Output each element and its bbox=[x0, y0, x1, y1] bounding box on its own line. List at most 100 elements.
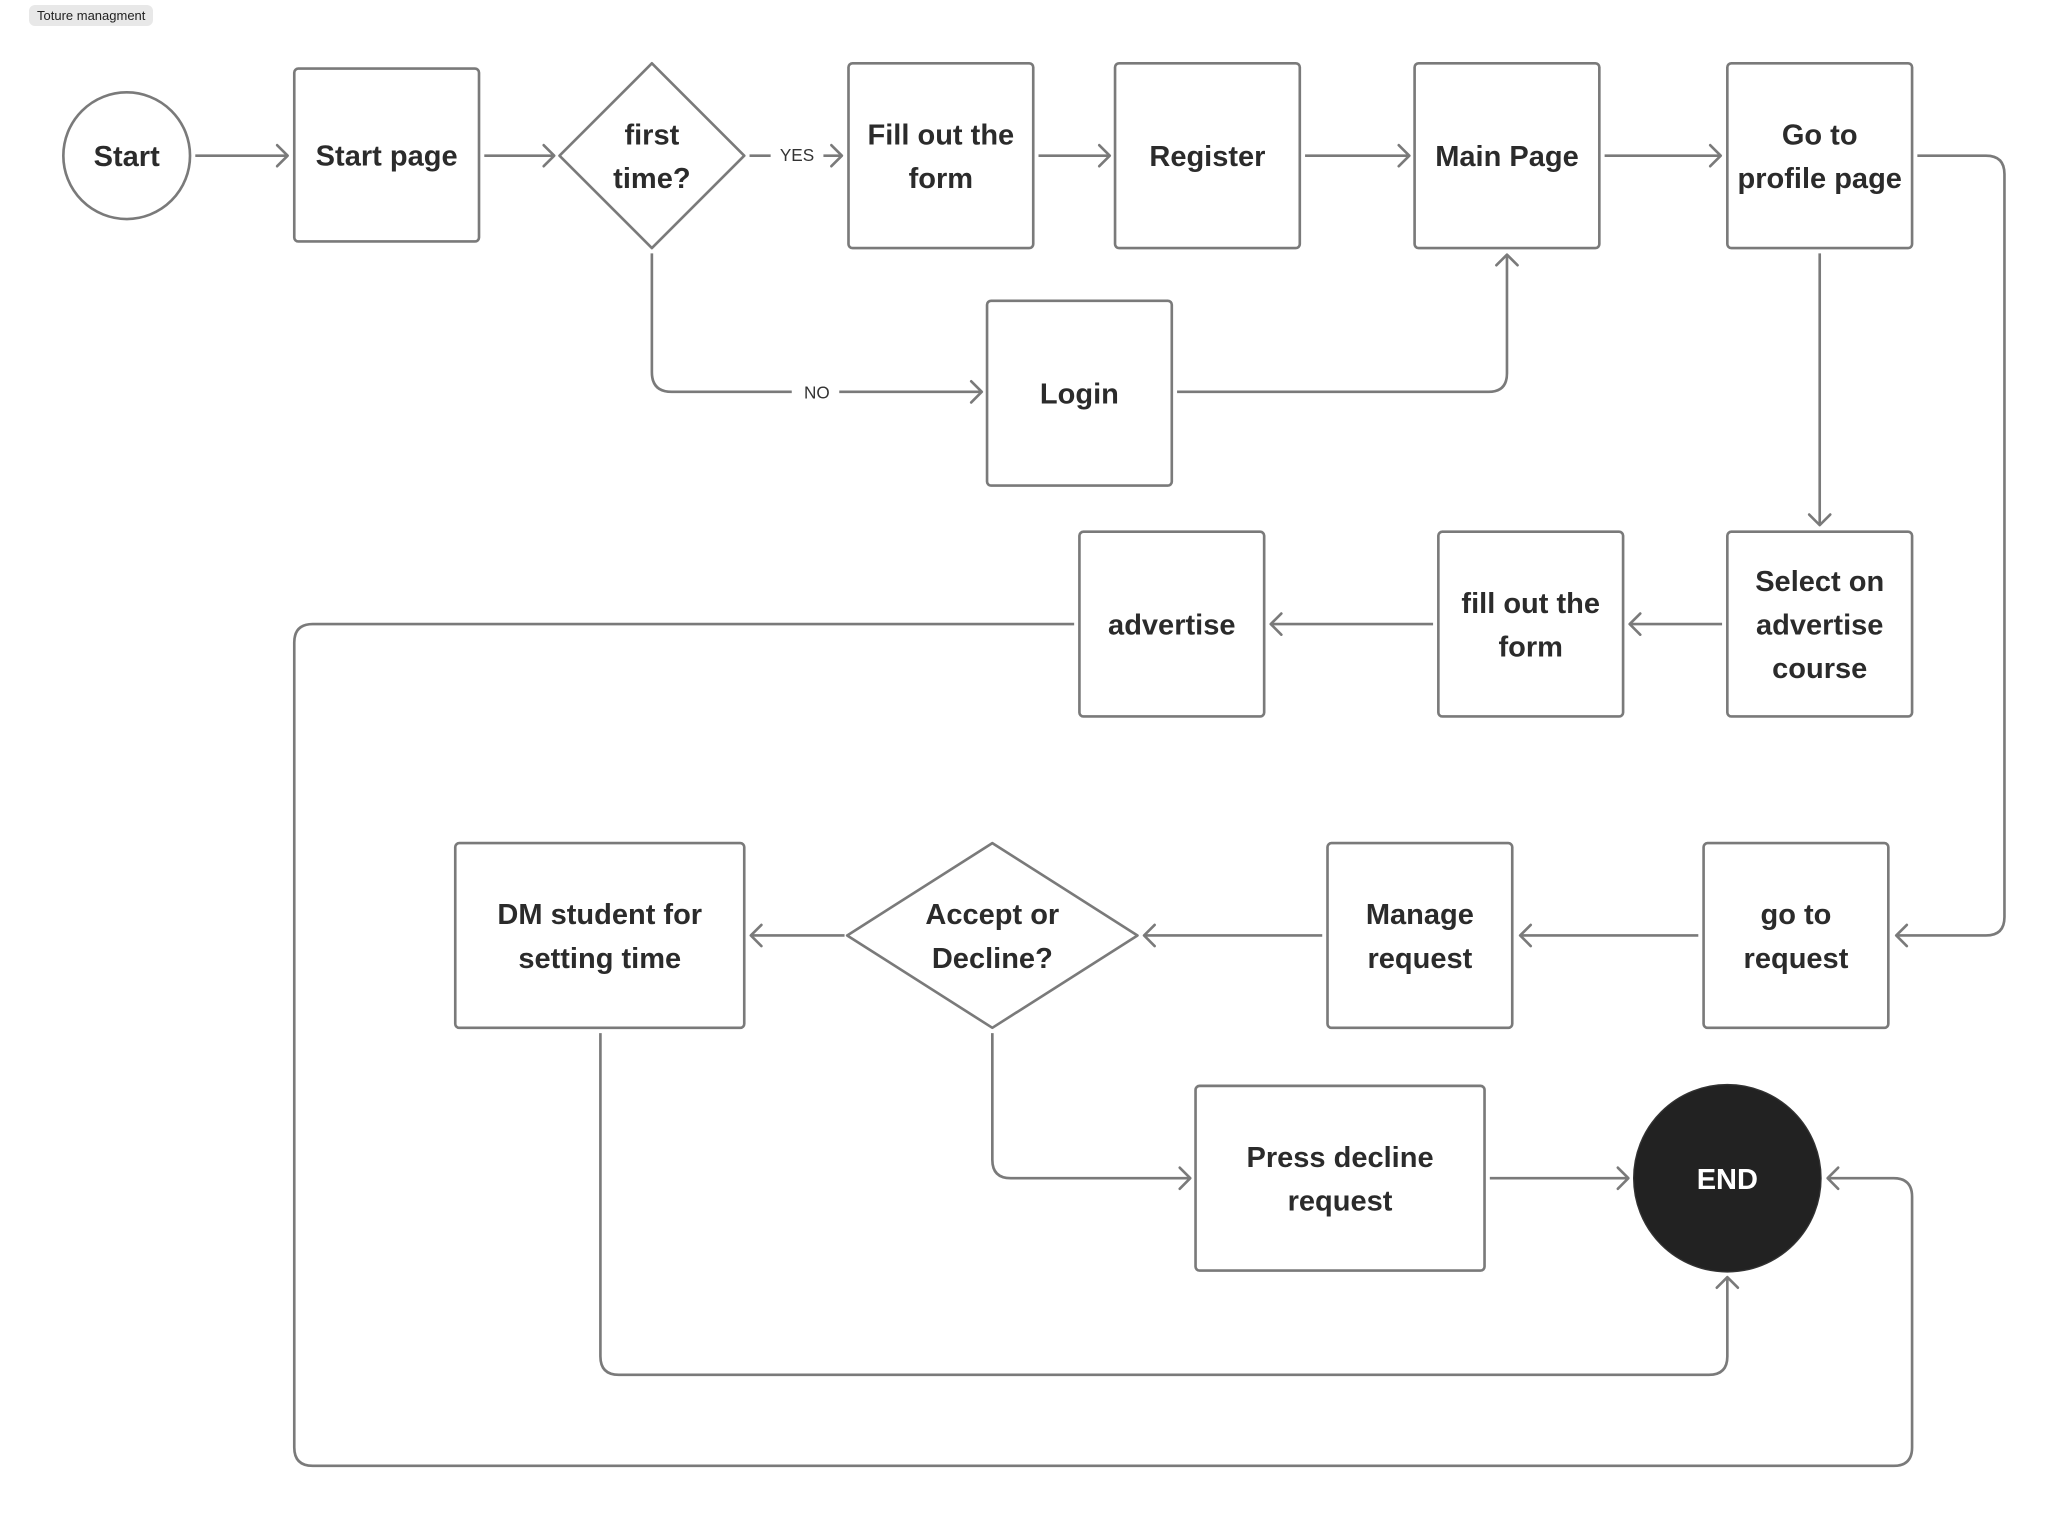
node-start-page-box[interactable] bbox=[292, 67, 481, 243]
edge-go-request-to-manage-request-arrowhead-icon bbox=[1518, 923, 1533, 948]
node-accept-decline-label: Accept or bbox=[925, 899, 1059, 931]
node-first-time[interactable]: first time? bbox=[558, 62, 746, 250]
node-fill-form-2[interactable]: fill out the form bbox=[1437, 530, 1625, 718]
edge-profile-page-to-go-request-line[interactable] bbox=[1896, 154, 2006, 937]
edge-advertise-to-end-arrowhead-icon bbox=[1826, 1166, 1840, 1191]
node-first-time-diamond[interactable] bbox=[558, 62, 746, 250]
node-manage-request-box[interactable] bbox=[1326, 841, 1514, 1030]
node-start-circle[interactable] bbox=[62, 91, 192, 221]
node-press-decline-label: Press decline bbox=[1246, 1142, 1433, 1174]
node-start[interactable]: Start bbox=[62, 91, 192, 221]
edge-start-page-to-first-time[interactable] bbox=[484, 143, 556, 168]
edge-manage-request-to-accept-decline[interactable] bbox=[1142, 923, 1323, 948]
node-go-request-label: go to bbox=[1761, 899, 1832, 931]
edge-register-to-main-page-arrowhead-icon bbox=[1397, 143, 1411, 168]
edge-press-decline-to-end-arrowhead-icon bbox=[1616, 1166, 1630, 1191]
edge-dm-student-to-end-line[interactable] bbox=[599, 1033, 1729, 1377]
edge-first-time-to-fill-form-1[interactable]: YES bbox=[749, 143, 844, 168]
edge-main-page-to-profile-page-arrowhead-icon bbox=[1708, 143, 1723, 168]
node-register-box[interactable] bbox=[1113, 62, 1302, 250]
edge-login-to-main-page[interactable] bbox=[1177, 253, 1519, 394]
node-login-box[interactable] bbox=[985, 299, 1174, 487]
node-select-advertise-label: Select on bbox=[1755, 566, 1884, 598]
node-advertise-label: advertise bbox=[1108, 610, 1235, 642]
edge-fill-form-2-to-advertise[interactable] bbox=[1269, 612, 1434, 636]
node-dm-student-box[interactable] bbox=[453, 841, 746, 1030]
board-title-tag[interactable]: Toture managment bbox=[29, 5, 154, 26]
node-profile-page-box[interactable] bbox=[1726, 62, 1914, 250]
edge-first-time-to-login-arrowhead-icon bbox=[969, 379, 984, 404]
node-select-advertise-box[interactable] bbox=[1726, 530, 1914, 718]
edge-accept-decline-to-press-decline-line[interactable] bbox=[991, 1033, 1191, 1180]
edge-first-time-to-login[interactable]: NO bbox=[650, 253, 984, 404]
node-advertise[interactable]: advertise bbox=[1078, 530, 1266, 718]
node-dm-student-label: setting time bbox=[518, 943, 681, 975]
edge-first-time-to-login-label: NO bbox=[804, 382, 830, 402]
edge-dm-student-to-end-arrowhead-icon bbox=[1715, 1275, 1740, 1290]
node-select-advertise[interactable]: Select on advertise course bbox=[1726, 530, 1914, 718]
node-accept-decline-label: Decline? bbox=[932, 943, 1053, 975]
edge-fill-form-2-to-advertise-arrowhead-icon bbox=[1269, 612, 1283, 636]
node-first-time-label: time? bbox=[613, 163, 690, 195]
nodes-layer: Start Start page first time? Fill out thefor… bbox=[62, 62, 1914, 1273]
edge-advertise-to-end[interactable] bbox=[292, 622, 1914, 1468]
node-fill-form-2-box[interactable] bbox=[1437, 530, 1625, 718]
node-dm-student[interactable]: DM student for setting time bbox=[453, 841, 746, 1030]
node-go-request-label: request bbox=[1744, 943, 1849, 975]
node-fill-form-2-label: fill out the bbox=[1461, 588, 1600, 620]
node-register[interactable]: Register bbox=[1113, 62, 1302, 250]
node-main-page-box[interactable] bbox=[1413, 62, 1601, 250]
node-fill-form-2-label: form bbox=[1498, 631, 1562, 663]
edge-main-page-to-profile-page[interactable] bbox=[1604, 143, 1723, 168]
node-end[interactable]: END bbox=[1632, 1083, 1822, 1273]
node-go-request-box[interactable] bbox=[1702, 841, 1890, 1030]
node-select-advertise-label: advertise bbox=[1756, 610, 1883, 642]
edge-login-to-main-page-line[interactable] bbox=[1177, 254, 1509, 394]
edge-start-to-start-page-arrowhead-icon bbox=[275, 143, 289, 168]
node-end-circle[interactable] bbox=[1632, 1083, 1822, 1273]
node-profile-page-label: profile page bbox=[1737, 163, 1901, 195]
edge-advertise-to-end-line[interactable] bbox=[292, 622, 1914, 1468]
node-profile-page-label: Go to bbox=[1782, 119, 1858, 151]
edge-profile-page-to-go-request-arrowhead-icon bbox=[1894, 923, 1909, 948]
edge-select-advertise-to-fill-form-2[interactable] bbox=[1628, 612, 1723, 636]
edge-dm-student-to-end[interactable] bbox=[599, 1033, 1740, 1377]
edge-first-time-to-login-line[interactable] bbox=[650, 253, 792, 394]
node-accept-decline[interactable]: Accept or Decline? bbox=[845, 841, 1139, 1030]
node-login[interactable]: Login bbox=[985, 299, 1174, 487]
node-first-time-label: first bbox=[624, 119, 679, 151]
edge-profile-page-to-select-advertise[interactable] bbox=[1807, 253, 1832, 527]
node-go-request[interactable]: go to request bbox=[1702, 841, 1890, 1030]
edge-start-to-start-page[interactable] bbox=[195, 143, 289, 168]
node-manage-request-label: Manage bbox=[1366, 899, 1474, 931]
node-profile-page[interactable]: Go to profile page bbox=[1726, 62, 1914, 250]
edge-accept-decline-to-dm-student[interactable] bbox=[749, 923, 845, 948]
node-start-page-label: Start page bbox=[316, 141, 458, 173]
edge-first-time-to-fill-form-1-arrowhead-icon bbox=[830, 143, 844, 168]
node-start-page[interactable]: Start page bbox=[292, 67, 481, 243]
edge-accept-decline-to-press-decline[interactable] bbox=[991, 1033, 1192, 1191]
edge-fill-form-1-to-register[interactable] bbox=[1038, 143, 1112, 168]
node-accept-decline-diamond[interactable] bbox=[845, 841, 1139, 1030]
node-press-decline-label: request bbox=[1288, 1186, 1393, 1218]
node-login-label: Login bbox=[1040, 379, 1119, 411]
node-press-decline[interactable]: Press decline request bbox=[1194, 1084, 1486, 1272]
node-main-page[interactable]: Main Page bbox=[1413, 62, 1601, 250]
node-dm-student-label: DM student for bbox=[497, 899, 702, 931]
edge-press-decline-to-end[interactable] bbox=[1489, 1166, 1630, 1191]
node-select-advertise-label: course bbox=[1772, 653, 1867, 685]
edge-profile-page-to-go-request[interactable] bbox=[1894, 154, 2006, 948]
edge-accept-decline-to-press-decline-arrowhead-icon bbox=[1178, 1166, 1192, 1191]
node-main-page-label: Main Page bbox=[1435, 141, 1579, 173]
edge-go-request-to-manage-request[interactable] bbox=[1518, 923, 1699, 948]
node-register-label: Register bbox=[1149, 141, 1265, 173]
edge-profile-page-to-select-advertise-arrowhead-icon bbox=[1807, 513, 1832, 527]
node-press-decline-box[interactable] bbox=[1194, 1084, 1486, 1272]
node-advertise-box[interactable] bbox=[1078, 530, 1266, 718]
edge-select-advertise-to-fill-form-2-arrowhead-icon bbox=[1628, 612, 1642, 636]
edge-register-to-main-page[interactable] bbox=[1305, 143, 1411, 168]
node-fill-form-1-box[interactable] bbox=[847, 62, 1035, 250]
